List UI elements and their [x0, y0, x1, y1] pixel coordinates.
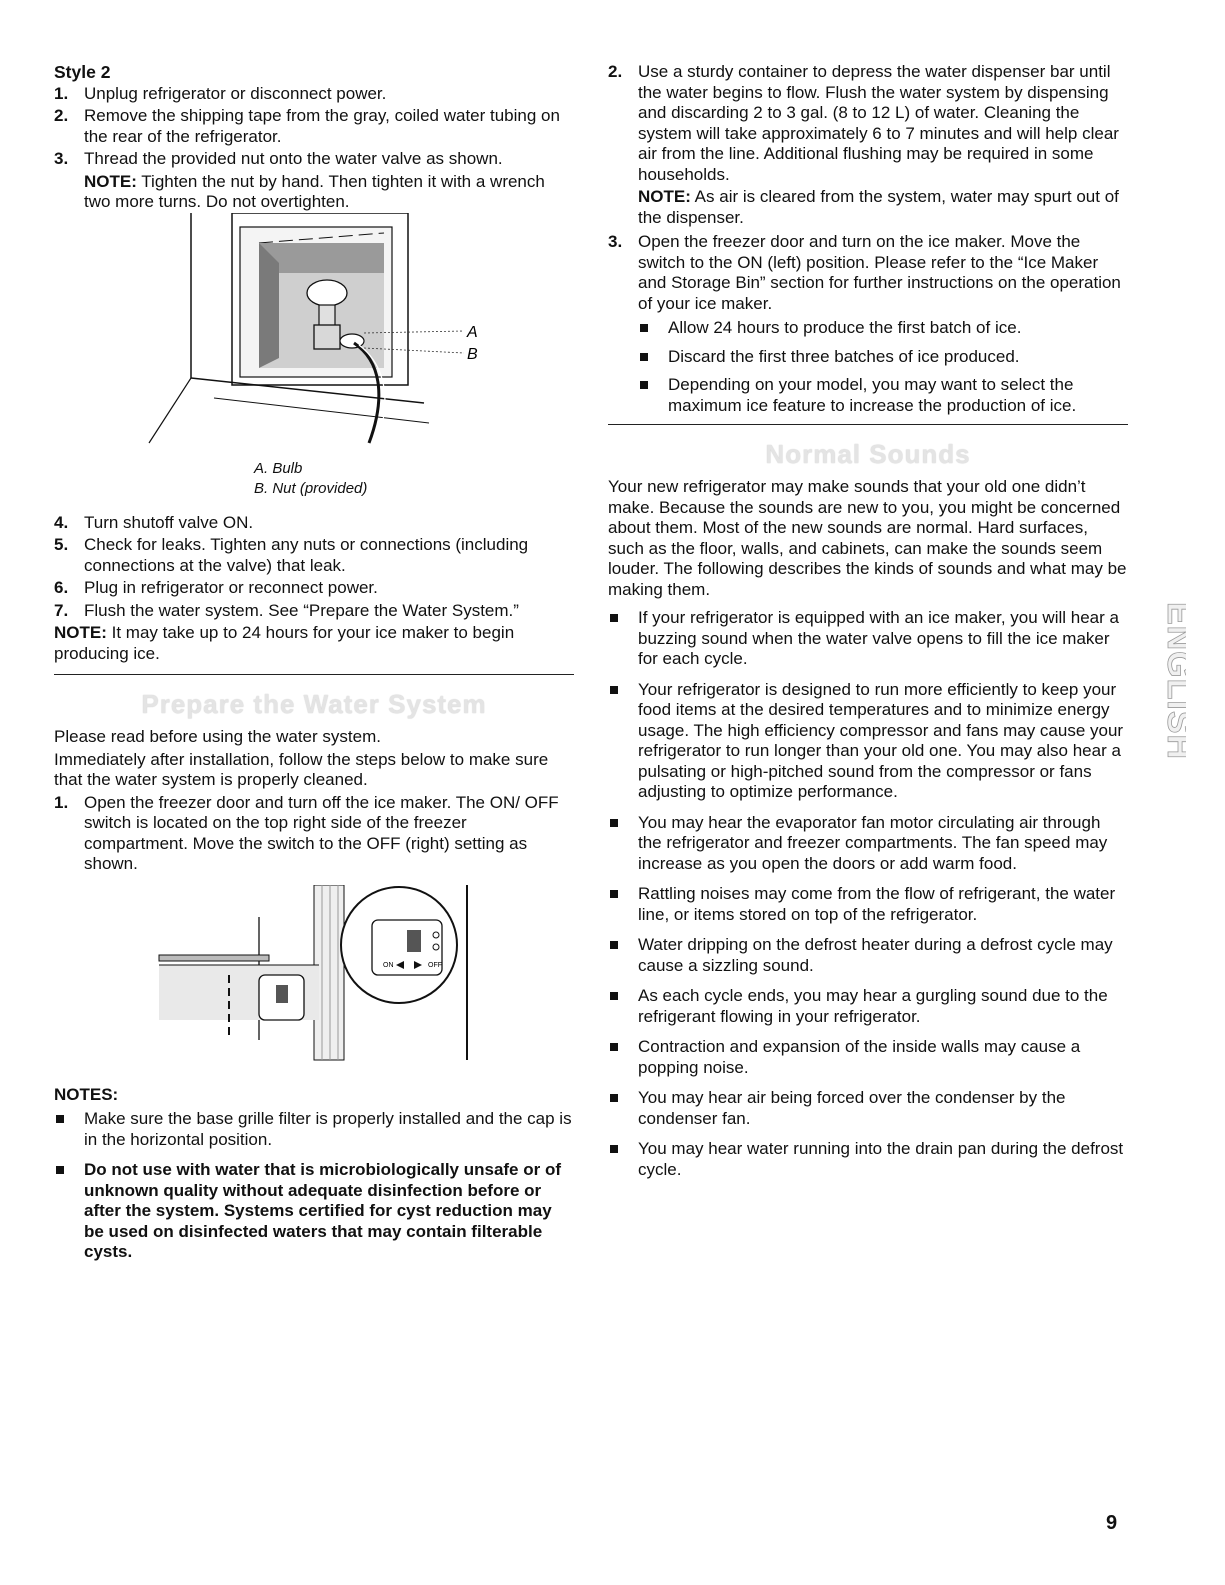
caption-b: B. Nut (provided)	[254, 479, 368, 497]
sound-item: If your refrigerator is equipped with an…	[608, 608, 1128, 670]
step-text: Turn shutoff valve ON.	[84, 512, 254, 532]
switch-figure: ON OFF	[54, 884, 574, 1085]
steps-list-b: 4. Turn shutoff valve ON. 5. Check for lea…	[54, 513, 574, 622]
step-item: 4. Turn shutoff valve ON.	[54, 513, 574, 534]
step-item: 3. Open the freezer door and turn on the …	[608, 232, 1128, 314]
note-text: As air is cleared from the system, water…	[638, 187, 1119, 227]
language-side-tab: ENGLISH	[1160, 602, 1186, 761]
label-a: A	[466, 324, 478, 341]
sound-item: As each cycle ends, you may hear a gurgl…	[608, 986, 1128, 1027]
sound-item: You may hear the evaporator fan motor ci…	[608, 813, 1128, 875]
step-number: 2.	[608, 62, 623, 81]
step-number: 4.	[54, 512, 69, 532]
bullet-item: Discard the first three batches of ice p…	[638, 347, 1128, 368]
sound-item: Rattling noises may come from the flow o…	[608, 884, 1128, 925]
sounds-intro: Your new refrigerator may make sounds th…	[608, 477, 1127, 599]
note-item: Make sure the base grille filter is prop…	[54, 1109, 574, 1150]
steps-list-c: 1. Open the freezer door and turn off the…	[54, 793, 574, 875]
step-number: 2.	[54, 106, 69, 125]
ice-maker-bullets: Allow 24 hours to produce the first batc…	[638, 318, 1128, 416]
note-air: NOTE: As air is cleared from the system,…	[608, 187, 1128, 228]
switch-off-label: OFF	[428, 962, 442, 969]
section-divider	[608, 424, 1128, 425]
step-item: 3. Thread the provided nut onto the water…	[54, 149, 574, 170]
step-text: Use a sturdy container to depress the wa…	[638, 62, 1119, 184]
sound-item: You may hear air being forced over the c…	[608, 1088, 1128, 1129]
step-text: Open the freezer door and turn off the i…	[84, 792, 559, 874]
step-text: Check for leaks. Tighten any nuts or con…	[84, 535, 529, 575]
side-tab-label: ENGLISH	[1160, 602, 1186, 760]
step-text: Remove the shipping tape from the gray, …	[84, 106, 560, 146]
step-number: 6.	[54, 578, 69, 597]
para-immediately: Immediately after installation, follow t…	[54, 749, 549, 790]
step-number: 3.	[54, 149, 69, 168]
label-b: B	[467, 346, 478, 363]
sounds-list: If your refrigerator is equipped with an…	[608, 608, 1128, 1180]
note-ice-maker: NOTE: It may take up to 24 hours for you…	[54, 623, 574, 664]
step-item: 7. Flush the water system. See “Prepare t…	[54, 601, 574, 622]
step-number: 3.	[608, 232, 623, 251]
caption-a: A. Bulb	[254, 459, 303, 477]
section-title-prepare: Prepare the Water System	[141, 689, 487, 719]
step-item: 2. Use a sturdy container to depress the …	[608, 62, 1128, 185]
notes-list: Make sure the base grille filter is prop…	[54, 1109, 574, 1263]
step-item: 1. Unplug refrigerator or disconnect powe…	[54, 84, 574, 105]
valve-illustration: A B	[148, 212, 478, 445]
step-item: 1. Open the freezer door and turn off the…	[54, 793, 574, 875]
step-number: 7.	[54, 600, 69, 620]
note-tighten: NOTE: Tighten the nut by hand. Then tigh…	[54, 172, 574, 213]
sound-item: You may hear water running into the drai…	[608, 1139, 1128, 1180]
step-number: 5.	[54, 535, 69, 554]
section-divider	[54, 674, 574, 675]
right-column: 2. Use a sturdy container to depress the …	[608, 62, 1128, 1190]
page-number: 9	[1106, 1512, 1118, 1534]
step-number: 1.	[54, 83, 69, 103]
section-title-sounds: Normal Sounds	[765, 439, 971, 469]
para-read-before: Please read before using the water syste…	[54, 727, 381, 746]
note-item-warning: Do not use with water that is microbiolo…	[54, 1160, 574, 1263]
note-label: NOTE:	[638, 187, 691, 206]
sound-item: Your refrigerator is designed to run mor…	[608, 680, 1128, 803]
switch-on-label: ON	[383, 962, 394, 969]
step-text: Plug in refrigerator or reconnect power.	[84, 578, 378, 597]
notes-heading: NOTES:	[54, 1084, 119, 1104]
left-column: Style 2 1. Unplug refrigerator or disconn…	[54, 62, 574, 1273]
step-text: Thread the provided nut onto the water v…	[84, 149, 503, 168]
note-label: NOTE:	[54, 623, 107, 642]
steps-list-e: 3. Open the freezer door and turn on the …	[608, 232, 1128, 314]
bullet-item: Allow 24 hours to produce the first batc…	[638, 318, 1128, 339]
steps-list-d: 2. Use a sturdy container to depress the …	[608, 62, 1128, 185]
valve-figure: A B A. Bulb B. Nut (provided)	[54, 212, 574, 513]
step-item: 5. Check for leaks. Tighten any nuts or c…	[54, 535, 574, 576]
step-number: 1.	[54, 792, 69, 812]
note-text: Tighten the nut by hand. Then tighten it…	[84, 171, 545, 212]
switch-illustration: ON OFF	[158, 884, 468, 1060]
steps-list-a: 1. Unplug refrigerator or disconnect powe…	[54, 84, 574, 170]
step-text: Unplug refrigerator or disconnect power.	[84, 83, 387, 103]
note-label: NOTE:	[84, 171, 137, 191]
step-text: Open the freezer door and turn on the ic…	[638, 232, 1121, 313]
sound-item: Contraction and expansion of the inside …	[608, 1037, 1128, 1078]
note-text: It may take up to 24 hours for your ice …	[54, 623, 515, 663]
sound-item: Water dripping on the defrost heater dur…	[608, 935, 1128, 976]
step-item: 6. Plug in refrigerator or reconnect powe…	[54, 578, 574, 599]
step-text: Flush the water system. See “Prepare the…	[84, 600, 519, 620]
bullet-item: Depending on your model, you may want to…	[638, 375, 1128, 416]
style-heading: Style 2	[54, 62, 111, 82]
step-item: 2. Remove the shipping tape from the gray…	[54, 106, 574, 147]
